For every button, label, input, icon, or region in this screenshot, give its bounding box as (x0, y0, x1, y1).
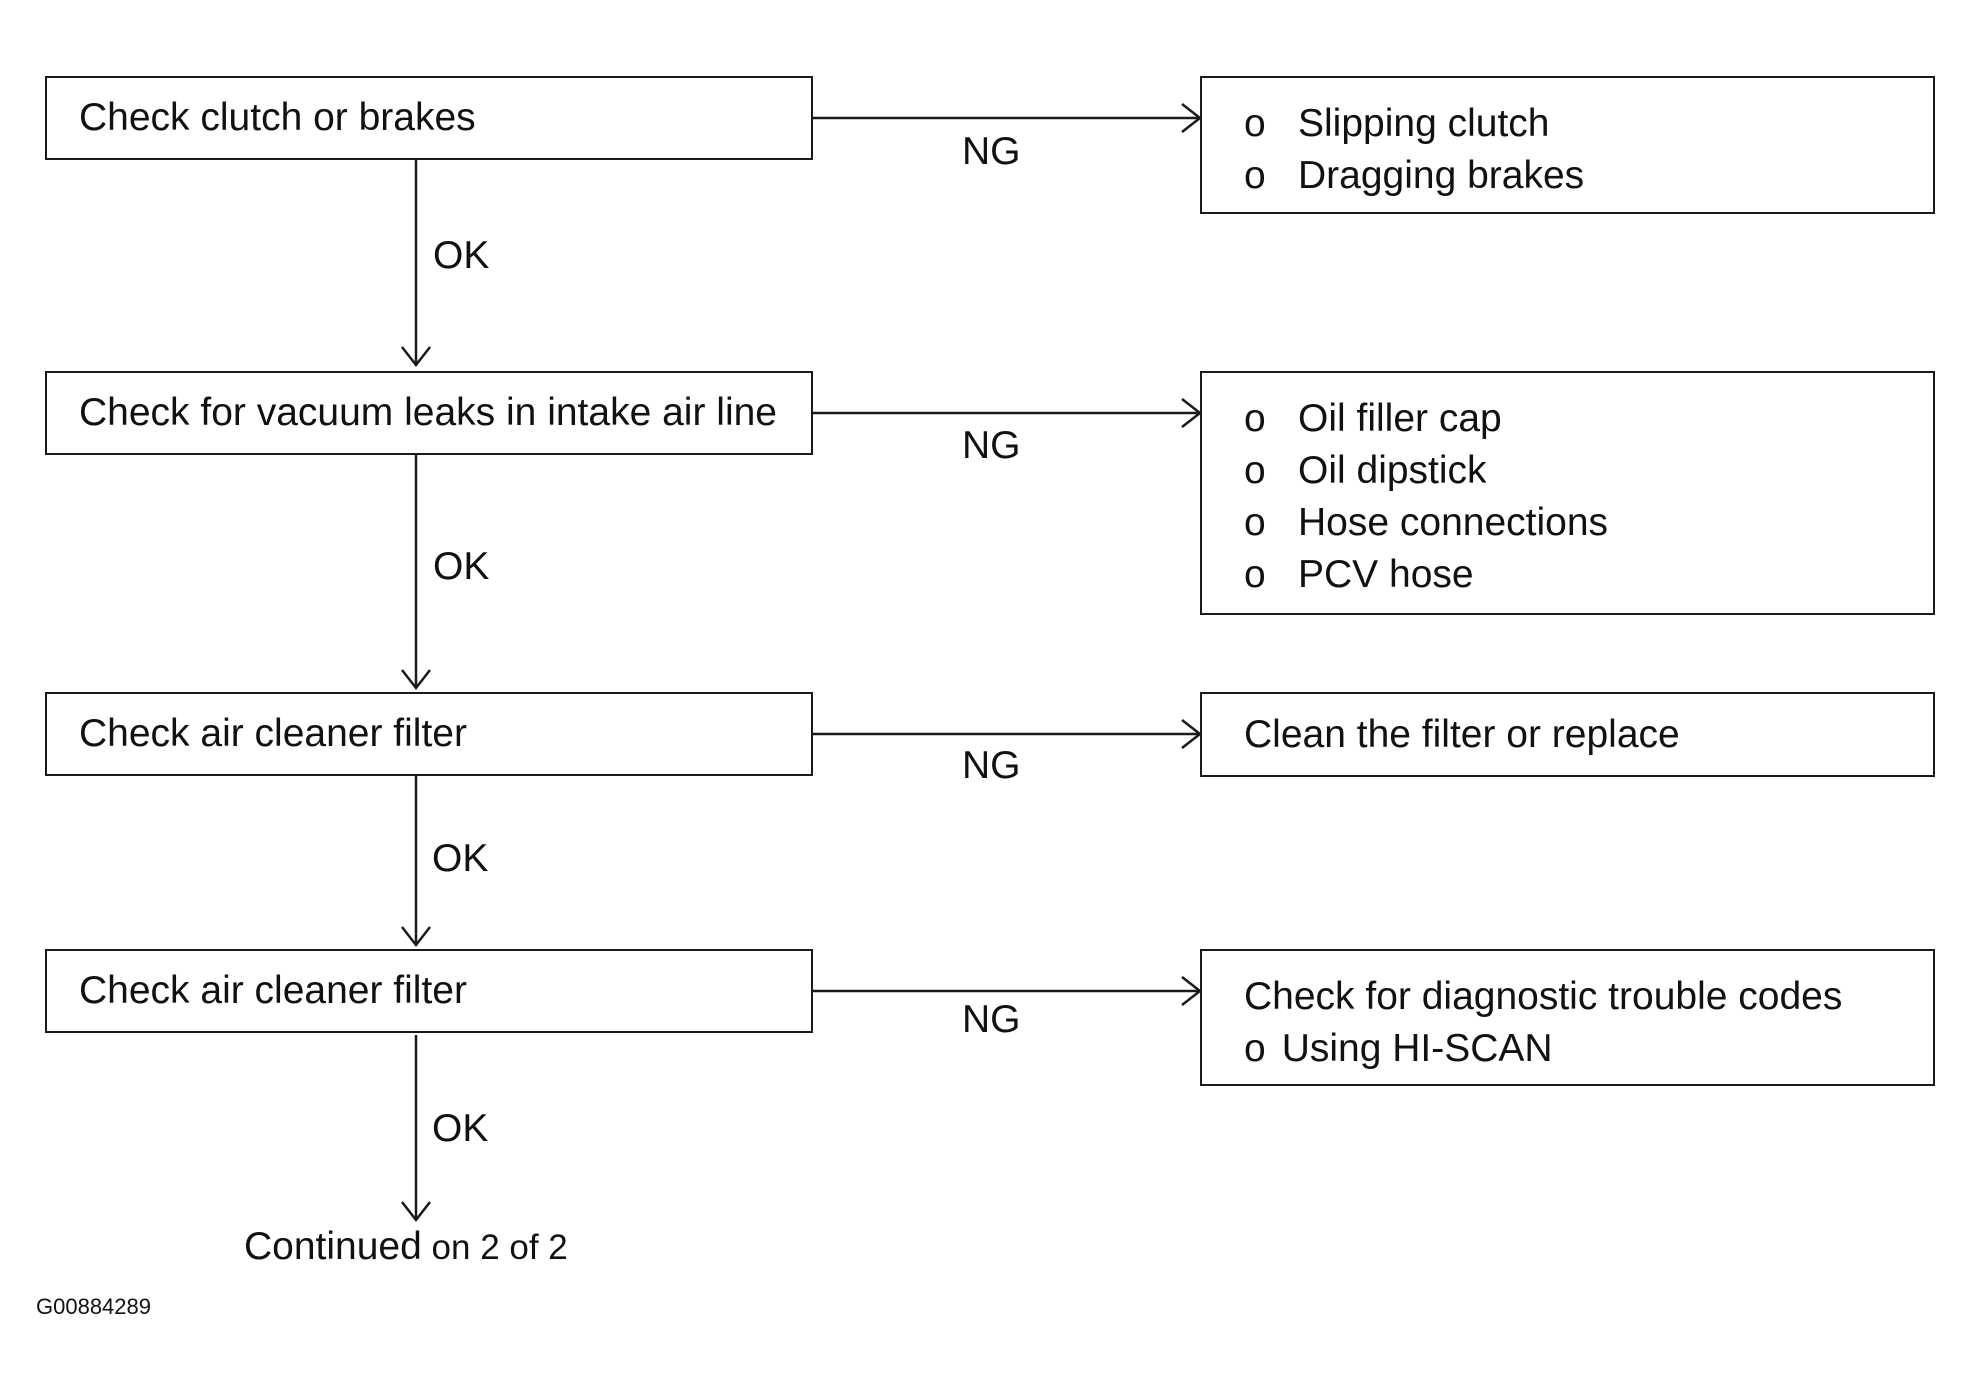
step-box-3: Check air cleaner filter (45, 692, 813, 776)
result-text-3: Clean the filter or replace (1244, 712, 1680, 756)
ng-label-2: NG (962, 424, 1021, 467)
result-item-text: Oil dipstick (1298, 449, 1487, 492)
step-box-2: Check for vacuum leaks in intake air lin… (45, 371, 813, 455)
ok-arrowhead-1 (401, 346, 431, 368)
result-item-text: Slipping clutch (1298, 102, 1550, 145)
ng-label-1: NG (962, 130, 1021, 173)
list-item: o Slipping clutch (1244, 98, 1584, 150)
ok-label-4: OK (432, 1107, 489, 1150)
result-item-text: Dragging brakes (1298, 154, 1585, 197)
bullet-marker: o (1244, 154, 1266, 197)
list-item: o PCV hose (1244, 549, 1608, 601)
step-label-1: Check clutch or brakes (79, 96, 476, 139)
step-label-2: Check for vacuum leaks in intake air lin… (79, 391, 777, 434)
list-item: o Using HI-SCAN (1244, 1023, 1842, 1075)
bullet-marker: o (1244, 397, 1266, 440)
list-item: o Hose connections (1244, 497, 1608, 549)
continued-note: Continued on 2 of 2 (244, 1225, 568, 1269)
result-list-4: Check for diagnostic trouble codes o Usin… (1244, 971, 1842, 1075)
step-box-4: Check air cleaner filter (45, 949, 813, 1033)
result-item-text: PCV hose (1298, 553, 1474, 596)
bullet-marker: o (1244, 102, 1266, 145)
step-box-1: Check clutch or brakes (45, 76, 813, 160)
result-box-3: Clean the filter or replace (1200, 692, 1935, 777)
list-item: o Oil filler cap (1244, 393, 1608, 445)
ng-label-4: NG (962, 998, 1021, 1041)
continued-page-ref: on 2 of 2 (421, 1228, 568, 1267)
result-text-4: Check for diagnostic trouble codes (1244, 975, 1843, 1018)
result-box-4: Check for diagnostic trouble codes o Usin… (1200, 949, 1935, 1086)
ok-arrowhead-4 (401, 1201, 431, 1223)
step-label-3: Check air cleaner filter (79, 712, 467, 755)
step-label-4: Check air cleaner filter (79, 969, 467, 1012)
result-item-text: Hose connections (1298, 501, 1609, 544)
bullet-marker: o (1244, 1027, 1266, 1070)
list-item: o Oil dipstick (1244, 445, 1608, 497)
ok-label-3: OK (432, 837, 489, 880)
list-item: o Dragging brakes (1244, 150, 1584, 202)
result-item-text: Using HI-SCAN (1281, 1027, 1553, 1070)
ng-label-3: NG (962, 744, 1021, 787)
result-item-text: Oil filler cap (1298, 397, 1502, 440)
continued-label: Continued (244, 1225, 422, 1268)
ok-label-1: OK (433, 234, 490, 277)
ok-arrowhead-3 (401, 926, 431, 948)
bullet-marker: o (1244, 449, 1266, 492)
figure-id: G00884289 (36, 1294, 151, 1319)
bullet-marker: o (1244, 553, 1266, 596)
ok-arrowhead-2 (401, 669, 431, 691)
bullet-marker: o (1244, 501, 1266, 544)
ok-label-2: OK (433, 545, 490, 588)
